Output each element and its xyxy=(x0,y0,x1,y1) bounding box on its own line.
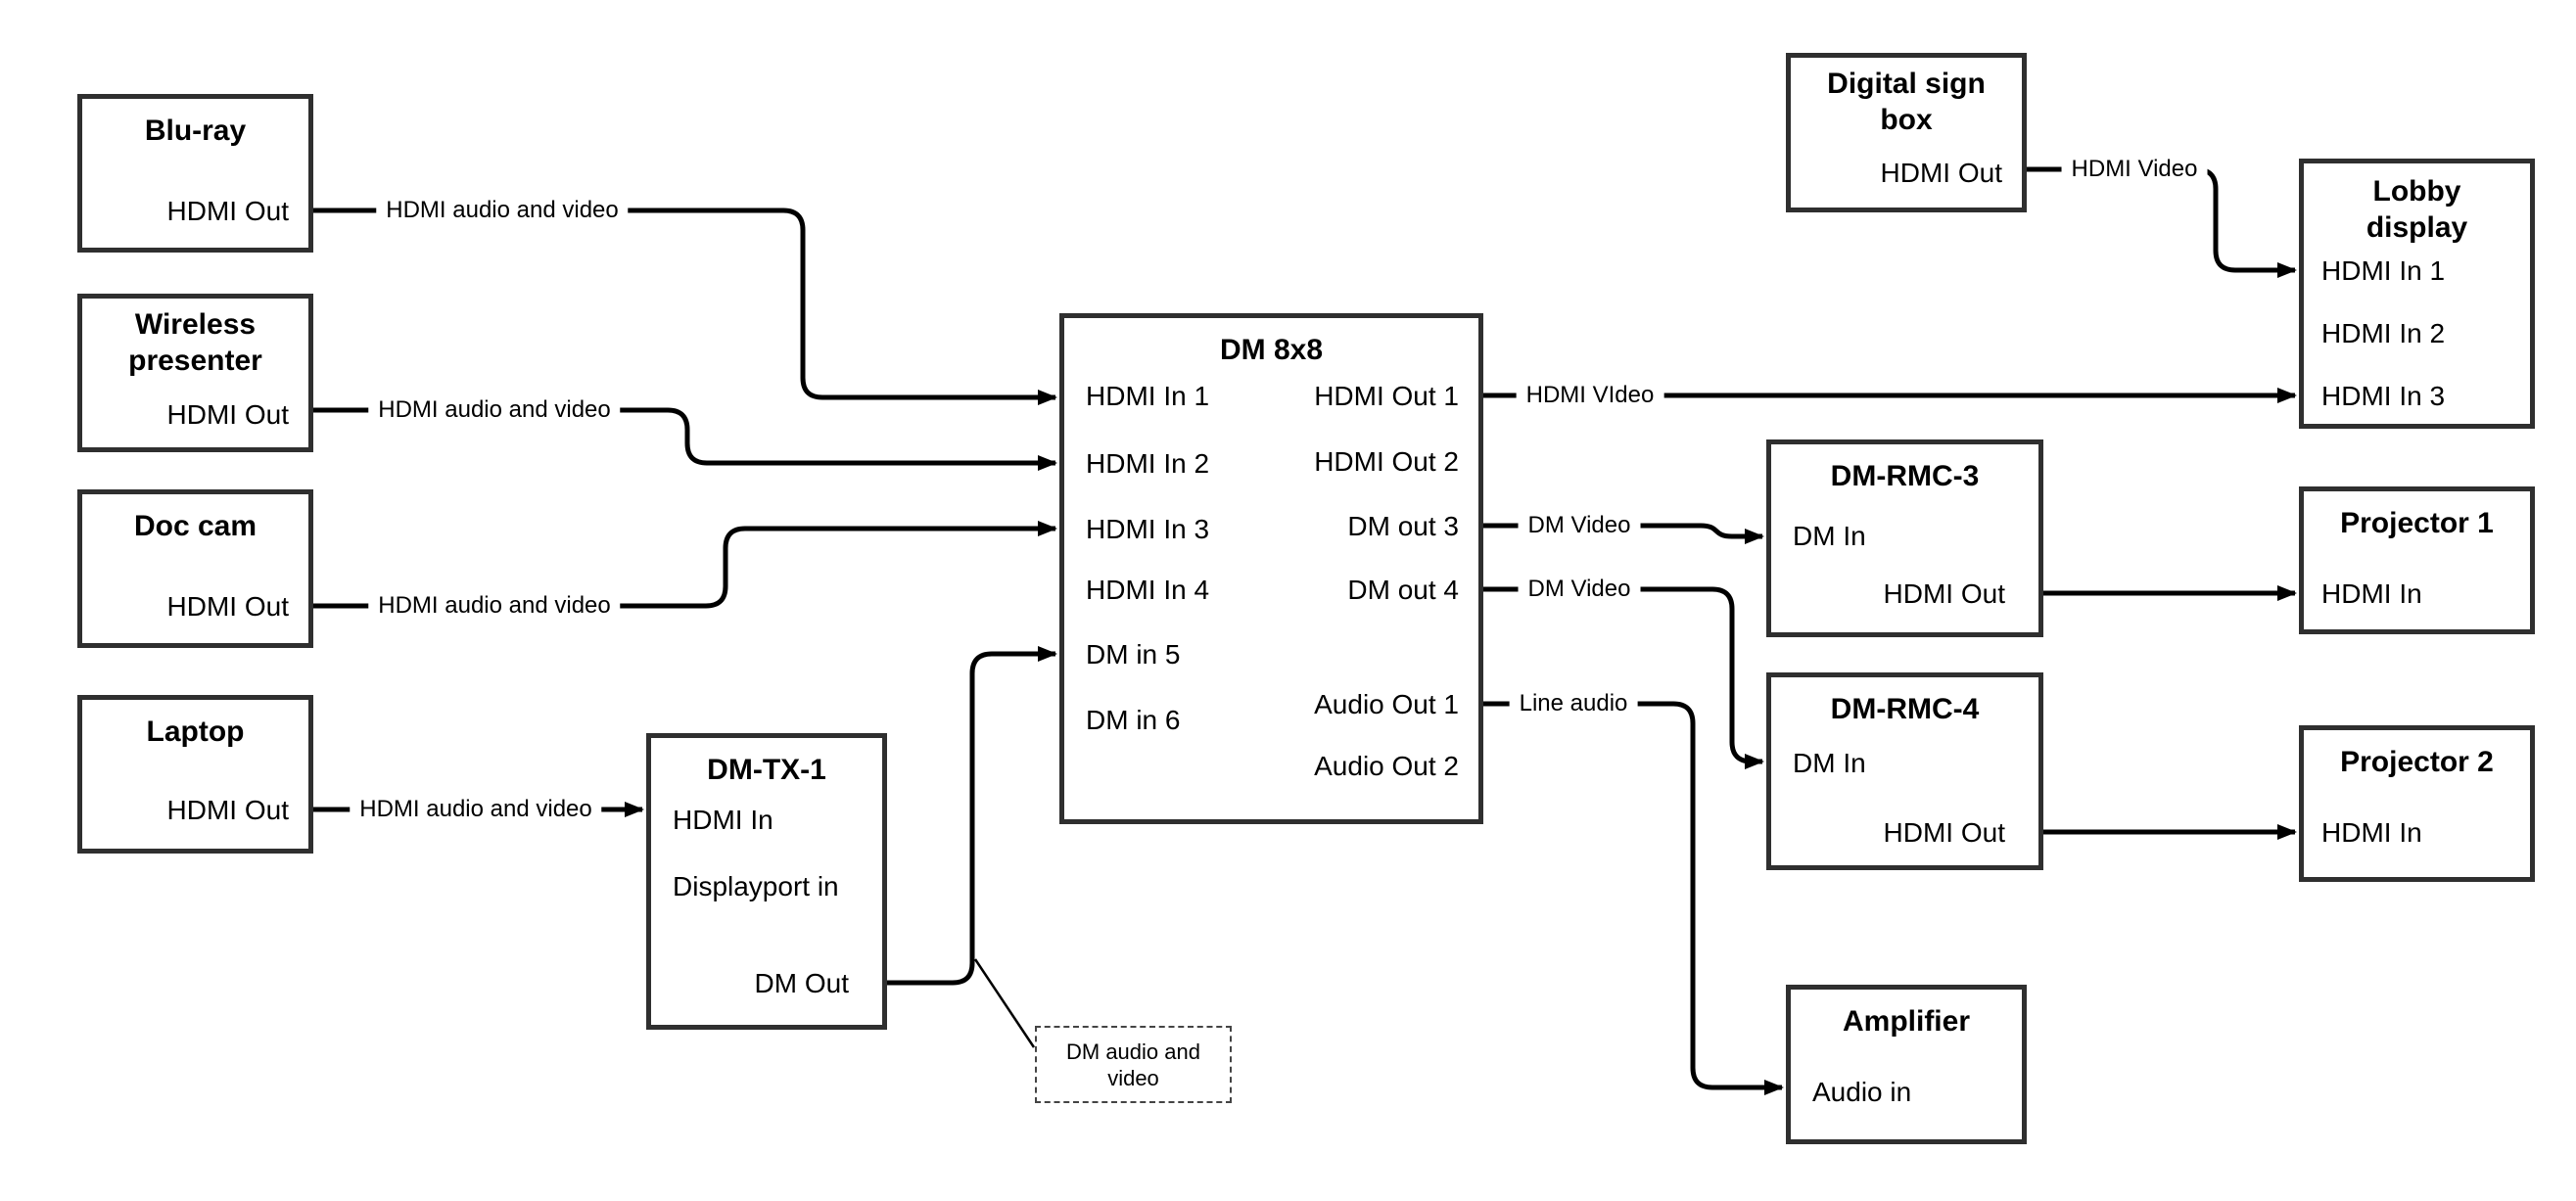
port-audio-out-2: Audio Out 2 xyxy=(1314,751,1459,781)
wire-signbox-to-lobby-in1 xyxy=(2027,166,2297,278)
node-title: Amplifier xyxy=(1842,1005,1971,1038)
node-doc-cam: Doc cam HDMI Out xyxy=(77,489,313,648)
port-hdmi-out: HDMI Out xyxy=(166,196,289,226)
port-audio-in: Audio in xyxy=(1812,1077,1912,1107)
port-hdmi-in-2: HDMI In 2 xyxy=(1086,448,1210,479)
port-hdmi-out: HDMI Out xyxy=(1883,817,2005,848)
node-title: DM-RMC-3 xyxy=(1830,460,1980,492)
node-projector-2: Projector 2 HDMI In xyxy=(2299,725,2535,882)
wire-label-hdmi-audio-video: HDMI audio and video xyxy=(368,591,621,621)
node-title: Digital sign box xyxy=(1827,68,1986,136)
port-hdmi-in-1: HDMI In 1 xyxy=(2321,255,2446,286)
node-digital-sign-box: Digital sign box HDMI Out xyxy=(1786,53,2027,212)
wire-wireless-to-dm8x8-in2 xyxy=(313,407,1057,471)
node-dm-rmc-3: DM-RMC-3 DM In HDMI Out xyxy=(1766,439,2043,637)
node-title: Doc cam xyxy=(133,510,258,542)
node-dm-8x8: DM 8x8 HDMI In 1 HDMI In 2 HDMI In 3 HDM… xyxy=(1059,313,1483,824)
node-title: Projector 1 xyxy=(2340,507,2494,539)
node-title: Blu-ray xyxy=(144,115,247,147)
node-lobby-display: Lobby display HDMI In 1 HDMI In 2 HDMI I… xyxy=(2299,159,2535,429)
wire-bluray-to-dm8x8-in1 xyxy=(313,208,1057,405)
port-dm-in: DM In xyxy=(1793,748,1866,778)
node-bluray: Blu-ray HDMI Out xyxy=(77,94,313,253)
node-title: Projector 2 xyxy=(2340,746,2494,778)
port-hdmi-in-1: HDMI In 1 xyxy=(1086,381,1210,411)
port-dm-in-5: DM in 5 xyxy=(1086,639,1181,670)
port-hdmi-in: HDMI In xyxy=(2321,817,2422,848)
wire-dm8x8-out4-to-rmc4 xyxy=(1483,586,1764,769)
port-hdmi-in-4: HDMI In 4 xyxy=(1086,575,1210,605)
port-hdmi-in-2: HDMI In 2 xyxy=(2321,318,2446,348)
wire-label-dm-video: DM Video xyxy=(1518,575,1641,604)
wire-dm8x8-aout1-to-amp xyxy=(1483,701,1784,1095)
port-audio-out-1: Audio Out 1 xyxy=(1314,689,1459,719)
node-dm-tx-1: DM-TX-1 HDMI In Displayport in DM Out xyxy=(646,733,887,1030)
port-hdmi-in: HDMI In xyxy=(2321,578,2422,609)
wire-label-line-audio: Line audio xyxy=(1509,689,1638,718)
wire-label-hdmi-audio-video: HDMI audio and video xyxy=(368,395,621,425)
node-dm-rmc-4: DM-RMC-4 DM In HDMI Out xyxy=(1766,672,2043,870)
port-hdmi-out-1: HDMI Out 1 xyxy=(1314,381,1459,411)
node-wireless-presenter: Wireless presenter HDMI Out xyxy=(77,294,313,452)
node-title: Lobby display xyxy=(2365,175,2468,244)
wire-label-hdmi-video: HDMI Video xyxy=(2061,155,2208,184)
port-hdmi-in: HDMI In xyxy=(673,805,773,835)
port-dm-out-4: DM out 4 xyxy=(1347,575,1459,605)
node-title: Laptop xyxy=(146,716,245,748)
wire-label-hdmi-audio-video: HDMI audio and video xyxy=(350,795,602,824)
node-title: DM 8x8 xyxy=(1219,334,1324,366)
node-title: DM-RMC-4 xyxy=(1830,693,1980,725)
port-displayport-in: Displayport in xyxy=(673,871,839,901)
callout-leader-line xyxy=(973,958,1036,1048)
wire-dm8x8-out3-to-rmc3 xyxy=(1483,523,1764,544)
node-laptop: Laptop HDMI Out xyxy=(77,695,313,854)
port-hdmi-out: HDMI Out xyxy=(166,795,289,825)
port-hdmi-in-3: HDMI In 3 xyxy=(2321,381,2446,411)
callout-dm-audio-and-video: DM audio and video xyxy=(1035,1026,1232,1103)
port-dm-in: DM In xyxy=(1793,521,1866,551)
wire-label-hdmi-video: HDMI VIdeo xyxy=(1516,381,1664,410)
port-hdmi-out: HDMI Out xyxy=(1880,158,2002,188)
port-dm-out: DM Out xyxy=(754,968,849,998)
wire-dmtx1-to-dm8x8-in5 xyxy=(884,646,1057,986)
wire-label-dm-video: DM Video xyxy=(1518,511,1641,540)
port-hdmi-out-2: HDMI Out 2 xyxy=(1314,446,1459,477)
port-hdmi-in-3: HDMI In 3 xyxy=(1086,514,1210,544)
node-title: DM-TX-1 xyxy=(707,754,826,786)
port-hdmi-out: HDMI Out xyxy=(166,591,289,622)
port-hdmi-out: HDMI Out xyxy=(166,399,289,430)
node-title: Wireless presenter xyxy=(128,308,262,377)
wire-doccam-to-dm8x8-in3 xyxy=(313,521,1057,609)
port-dm-in-6: DM in 6 xyxy=(1086,705,1181,735)
wire-label-hdmi-audio-video: HDMI audio and video xyxy=(376,196,629,225)
port-dm-out-3: DM out 3 xyxy=(1347,511,1459,541)
node-projector-1: Projector 1 HDMI In xyxy=(2299,486,2535,634)
port-hdmi-out: HDMI Out xyxy=(1883,578,2005,609)
node-amplifier: Amplifier Audio in xyxy=(1786,985,2027,1144)
